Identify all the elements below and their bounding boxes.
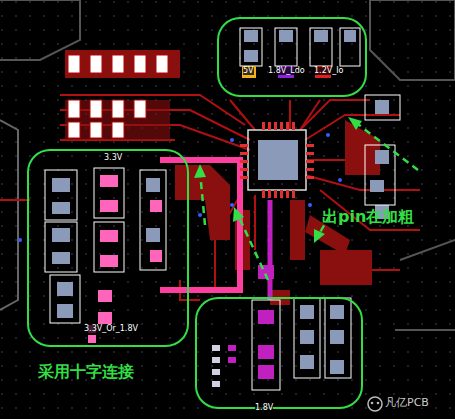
watermark: 凡亿PCB: [385, 397, 429, 408]
net-name: 1.8V: [255, 404, 273, 412]
callout-note: 采用十字连接: [38, 364, 134, 380]
net-name: 3.3V: [104, 154, 122, 162]
net-name: 1.2V_Io: [314, 67, 343, 75]
net-name: 3.3V_Or_1.8V: [84, 325, 138, 333]
net-name: 5V: [243, 67, 254, 75]
net-name: 1.8V_Ldo: [268, 67, 305, 75]
callout-note: 出pin在加粗: [322, 209, 414, 225]
